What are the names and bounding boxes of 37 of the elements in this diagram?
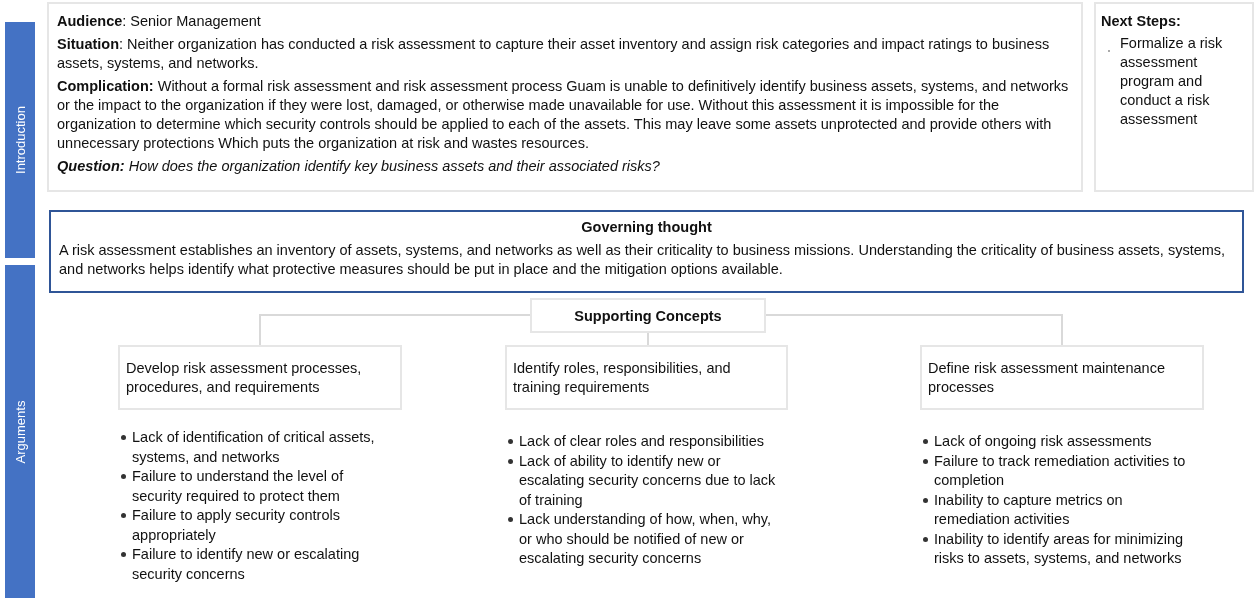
bullet-item: Inability to capture metrics on remediation activities bbox=[922, 490, 1196, 530]
bullet-item: Lack of ongoing risk assessments bbox=[922, 432, 1196, 452]
governing-thought-box bbox=[49, 210, 1244, 293]
bullet-item: Lack of clear roles and responsibilities bbox=[507, 432, 780, 452]
section-band bbox=[5, 22, 35, 258]
bullet-item: Lack of ability to identify new or escalating security concerns due to lack of training bbox=[507, 451, 780, 510]
bullet-item: Lack of identification of critical assets, systems, and networks bbox=[120, 428, 394, 467]
bullet-item: Failure to apply security controls appropriately bbox=[120, 506, 394, 545]
paragraph: Identify roles, responsibilities, and training requirements bbox=[513, 359, 732, 397]
section-label: Arguments bbox=[11, 400, 29, 463]
paragraph: Define risk assessment maintenance processes bbox=[928, 359, 1166, 397]
paragraph: Audience: Senior Management bbox=[57, 12, 262, 31]
section-band bbox=[5, 265, 35, 598]
bullet-item: Failure to track remediation activities to completion bbox=[922, 451, 1196, 491]
text-box bbox=[118, 345, 402, 410]
connector-line bbox=[765, 314, 1063, 346]
bullet-item: Lack understanding of how, when, why, or who should be notified of new or escalating security concerns bbox=[507, 510, 780, 569]
text-box bbox=[920, 345, 1204, 410]
text-box bbox=[530, 298, 766, 333]
text-box bbox=[47, 2, 1083, 192]
section-label: Introduction bbox=[11, 106, 29, 174]
bullet-item: Failure to understand the level of security required to protect them bbox=[120, 467, 394, 506]
text-box bbox=[1094, 2, 1254, 192]
bullet-item: Inability to identify areas for minimizing risks to assets, systems, and networks bbox=[922, 529, 1196, 569]
connector-line bbox=[647, 332, 649, 346]
paragraph: Situation: Neither organization has conducted a risk assessment to capture their asset inventory and assign risk categories and impact ratings to business assets, systems, and networks. bbox=[57, 35, 1051, 73]
text-box bbox=[505, 345, 788, 410]
connector-line bbox=[259, 314, 531, 346]
heading: Governing thought bbox=[580, 218, 713, 237]
bullet-item: Failure to identify new or escalating security concerns bbox=[120, 545, 394, 584]
heading: Next Steps: bbox=[1101, 12, 1182, 31]
paragraph: A risk assessment establishes an inventory of assets, systems, and networks as well as their criticality to business missions. Understanding the criticality of business assets, systems, and networks helps identify what protective measures should be put in place and the mitigation options available. bbox=[59, 241, 1227, 279]
paragraph: Complication: Without a formal risk assessment and risk assessment process Guam is unable to definitively identify business assets, systems, and networks or the impact to the organization if they were lost, damaged, or otherwise made unavailable for use. Without this assessment it is impossible for the organization to determine which security controls should be applied to each of the assets. This may leave some assets unprotected and provide others with unnecessary protections Which puts the organization at risk and wastes resources. bbox=[57, 77, 1070, 153]
paragraph: Formalize a risk assessment program and conduct a risk assessment bbox=[1120, 34, 1224, 129]
paragraph: Develop risk assessment processes, procedures, and requirements bbox=[126, 359, 363, 397]
paragraph: Question: How does the organization identify key business assets and their associated risks? bbox=[57, 157, 661, 176]
paragraph: Supporting Concepts bbox=[573, 307, 723, 326]
